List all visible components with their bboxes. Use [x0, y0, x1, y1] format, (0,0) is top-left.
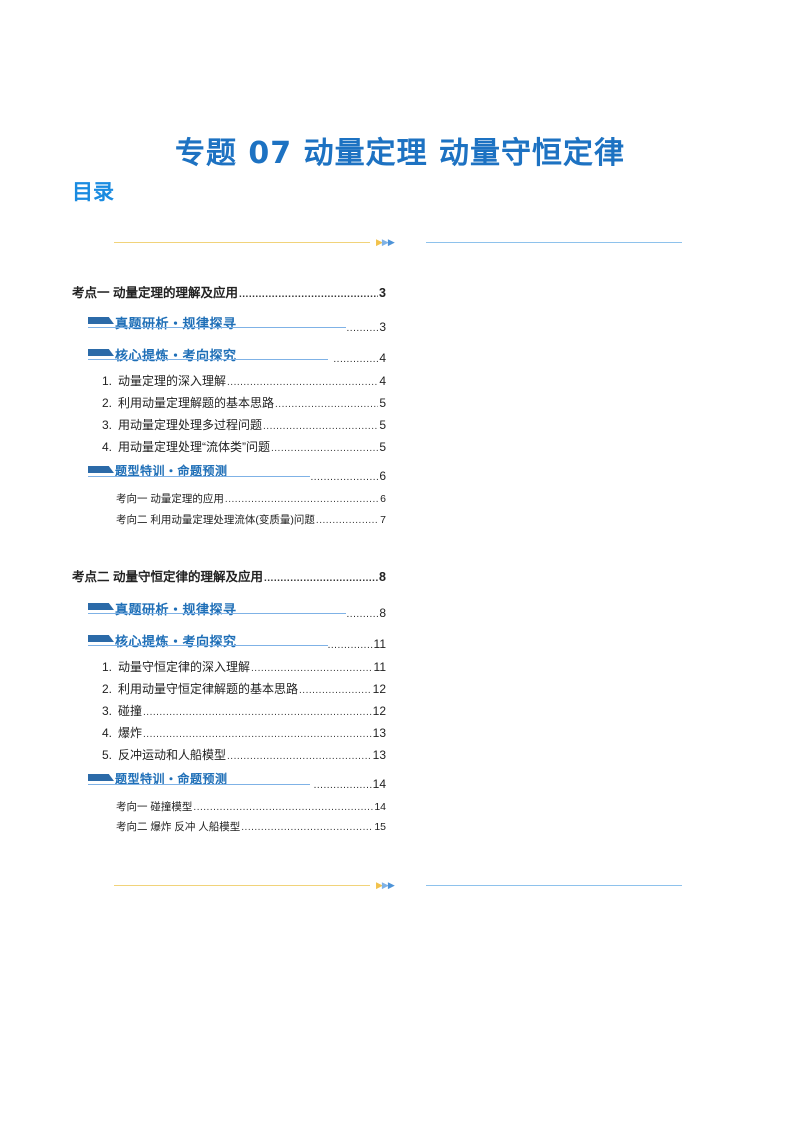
banner-label: 真题研析・规律探寻: [115, 317, 237, 332]
banner-label: 核心提炼・考向探究: [115, 635, 237, 650]
banner-label: 题型特训・命题预测: [115, 464, 228, 478]
toc-sub-label: 考向一 碰撞模型: [116, 801, 193, 813]
triangle-arrows-icon: ▶▶▶: [376, 237, 395, 247]
toc-heading: 目录: [72, 180, 114, 204]
top-divider: ▶▶▶: [114, 237, 682, 247]
banner-page: ..................14: [313, 777, 386, 791]
banner-page: ..............11: [327, 637, 386, 651]
toc-sub-item[interactable]: 考向一 碰撞模型 14: [116, 799, 386, 814]
slanted-bar-icon: [88, 349, 114, 356]
slanted-bar-icon: [88, 466, 114, 473]
toc-item-label: 利用动量守恒定律解题的基本思路: [118, 682, 299, 696]
triangle-arrows-icon: ▶▶▶: [376, 880, 395, 890]
toc-sub-item[interactable]: 考向二 爆炸 反冲 人船模型 15: [116, 819, 386, 834]
toc-item-label: 用动量定理处理“流体类”问题: [118, 440, 270, 454]
bottom-divider: ▶▶▶: [114, 880, 682, 890]
banner-page: ..............4: [333, 351, 386, 365]
toc-sub-label: 考向二 利用动量定理处理流体(变质量)问题: [116, 514, 315, 526]
toc-item[interactable]: 1.动量守恒定律的深入理解 11: [102, 658, 386, 675]
toc-item-label: 反冲运动和人船模型: [118, 748, 227, 762]
toc-page-number: 3: [379, 286, 386, 300]
toc-sub-label: 考向二 爆炸 反冲 人船模型: [116, 821, 241, 833]
toc-section-label: 考点一 动量定理的理解及应用: [72, 286, 238, 300]
toc-section-label: 考点二 动量守恒定律的理解及应用: [72, 570, 263, 584]
slanted-bar-icon: [88, 774, 114, 781]
toc-item-label: 爆炸: [118, 726, 143, 740]
toc-item[interactable]: 2.利用动量定理解题的基本思路 5: [102, 394, 386, 411]
slanted-bar-icon: [88, 635, 114, 642]
toc-sub-item[interactable]: 考向一 动量定理的应用 6: [116, 491, 386, 506]
banner-page: .....................6: [310, 469, 386, 483]
toc-item[interactable]: 4.爆炸 13: [102, 724, 386, 741]
toc-item[interactable]: 4.用动量定理处理“流体类”问题 5: [102, 438, 386, 455]
toc-item[interactable]: 5.反冲运动和人船模型 13: [102, 746, 386, 763]
toc-item-label: 利用动量定理解题的基本思路: [118, 396, 275, 410]
slanted-bar-icon: [88, 603, 114, 610]
toc-item[interactable]: 2.利用动量守恒定律解题的基本思路 12: [102, 680, 386, 697]
toc-section-1[interactable]: 考点一 动量定理的理解及应用 3: [72, 282, 386, 301]
toc-item[interactable]: 3.用动量定理处理多过程问题 5: [102, 416, 386, 433]
toc-item[interactable]: 1.动量定理的深入理解 4: [102, 372, 386, 389]
banner-label: 真题研析・规律探寻: [115, 603, 237, 618]
toc-item-label: 动量定理的深入理解: [118, 374, 227, 388]
slanted-bar-icon: [88, 317, 114, 324]
toc-item-label: 用动量定理处理多过程问题: [118, 418, 263, 432]
banner-page: ..........3: [346, 320, 386, 334]
toc-page-number: 8: [379, 570, 386, 584]
banner-page: ..........8: [346, 606, 386, 620]
toc-section-2[interactable]: 考点二 动量守恒定律的理解及应用 8: [72, 566, 386, 585]
toc-item-label: 碰撞: [118, 704, 143, 718]
toc-sub-item[interactable]: 考向二 利用动量定理处理流体(变质量)问题 7: [116, 512, 386, 527]
toc-item[interactable]: 3.碰撞 12: [102, 702, 386, 719]
toc-item-label: 动量守恒定律的深入理解: [118, 660, 251, 674]
banner-label: 核心提炼・考向探究: [115, 349, 237, 364]
page-title: 专题 07 动量定理 动量守恒定律: [174, 136, 626, 171]
banner-label: 题型特训・命题预测: [115, 772, 228, 786]
toc-sub-label: 考向一 动量定理的应用: [116, 493, 224, 505]
